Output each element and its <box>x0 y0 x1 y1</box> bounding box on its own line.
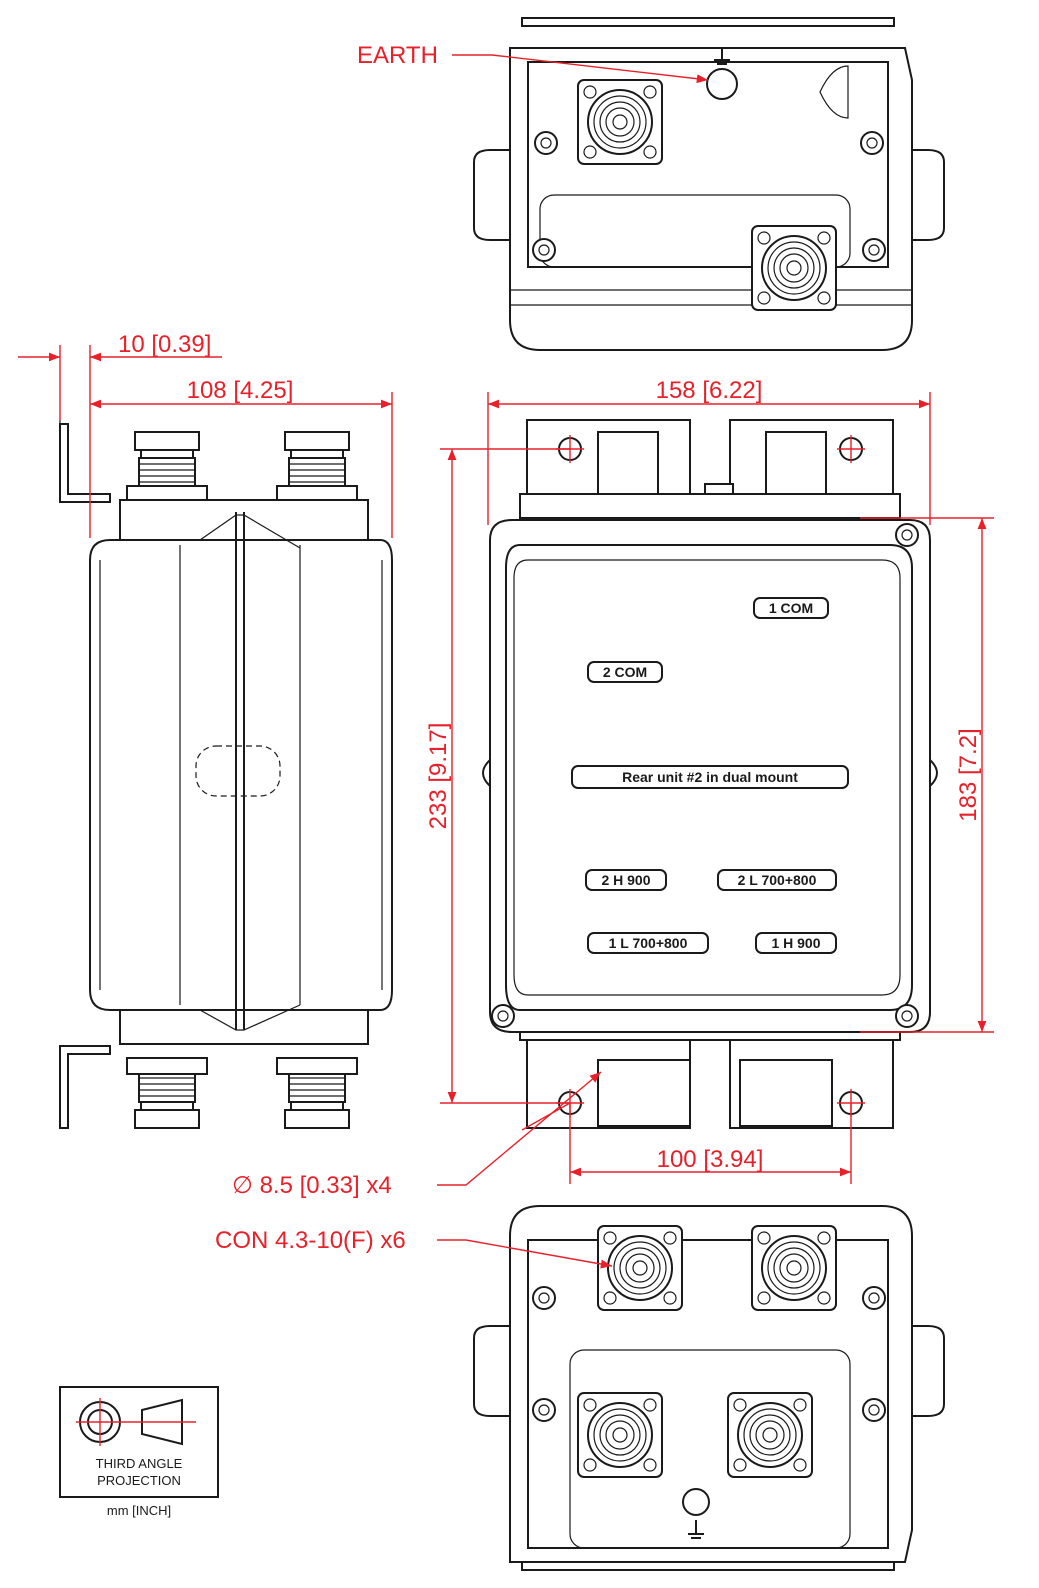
callout-earth: EARTH <box>357 42 438 69</box>
label-2-h: 2 H 900 <box>601 872 650 888</box>
dim-hole-spacing: 100 [3.94] <box>657 1146 764 1173</box>
dim-overall-height: 233 [9.17] <box>425 723 452 830</box>
dim-body-height: 183 [7.2] <box>955 728 982 821</box>
label-1-com: 1 COM <box>769 600 813 616</box>
dim-front-width: 158 [6.22] <box>656 377 763 404</box>
projection-line-2: PROJECTION <box>97 1473 181 1488</box>
projection-symbol: THIRD ANGLE PROJECTION mm [INCH] <box>59 1386 219 1518</box>
dimensions: 10 [0.39] 108 [4.25] 158 [6.22] 233 [9.1… <box>18 331 994 1184</box>
port-labels: 1 COM 2 COM Rear unit #2 in dual mount 2… <box>571 597 849 954</box>
label-2-l: 2 L 700+800 <box>738 872 817 888</box>
projection-line-1: THIRD ANGLE <box>96 1456 183 1471</box>
side-view <box>59 420 393 1129</box>
top-view <box>473 17 945 351</box>
units-label: mm [INCH] <box>107 1503 171 1518</box>
dim-side-offset: 10 [0.39] <box>118 331 211 358</box>
label-1-h: 1 H 900 <box>771 935 820 951</box>
dim-side-width: 108 [4.25] <box>187 377 294 404</box>
bottom-view <box>473 1205 945 1571</box>
callout-hole: ∅ 8.5 [0.33] x4 <box>232 1172 392 1199</box>
label-1-l: 1 L 700+800 <box>609 935 688 951</box>
label-rear-unit: Rear unit #2 in dual mount <box>622 769 798 785</box>
callout-connector: CON 4.3-10(F) x6 <box>215 1227 406 1254</box>
label-2-com: 2 COM <box>603 664 647 680</box>
callouts: EARTH ∅ 8.5 [0.33] x4 CON 4.3-10(F) x6 <box>215 42 709 1269</box>
